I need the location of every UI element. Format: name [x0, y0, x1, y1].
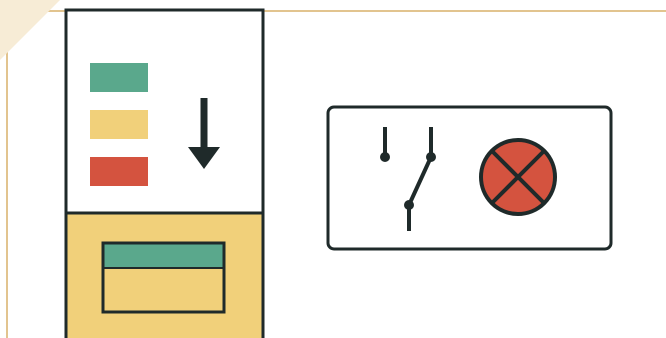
switch-lamp-box: [326, 105, 613, 251]
status-bar-yellow: [90, 110, 148, 139]
status-stack-icon: [90, 63, 148, 186]
down-arrow-icon: [188, 98, 220, 169]
status-bar-green: [90, 63, 148, 92]
switch-icon: [380, 127, 436, 231]
display-panel-header: [104, 244, 223, 268]
display-panel-icon: [101, 241, 226, 314]
corner-decoration: [0, 0, 60, 60]
status-bar-red: [90, 157, 148, 186]
signal-lamp-icon: [479, 138, 557, 216]
